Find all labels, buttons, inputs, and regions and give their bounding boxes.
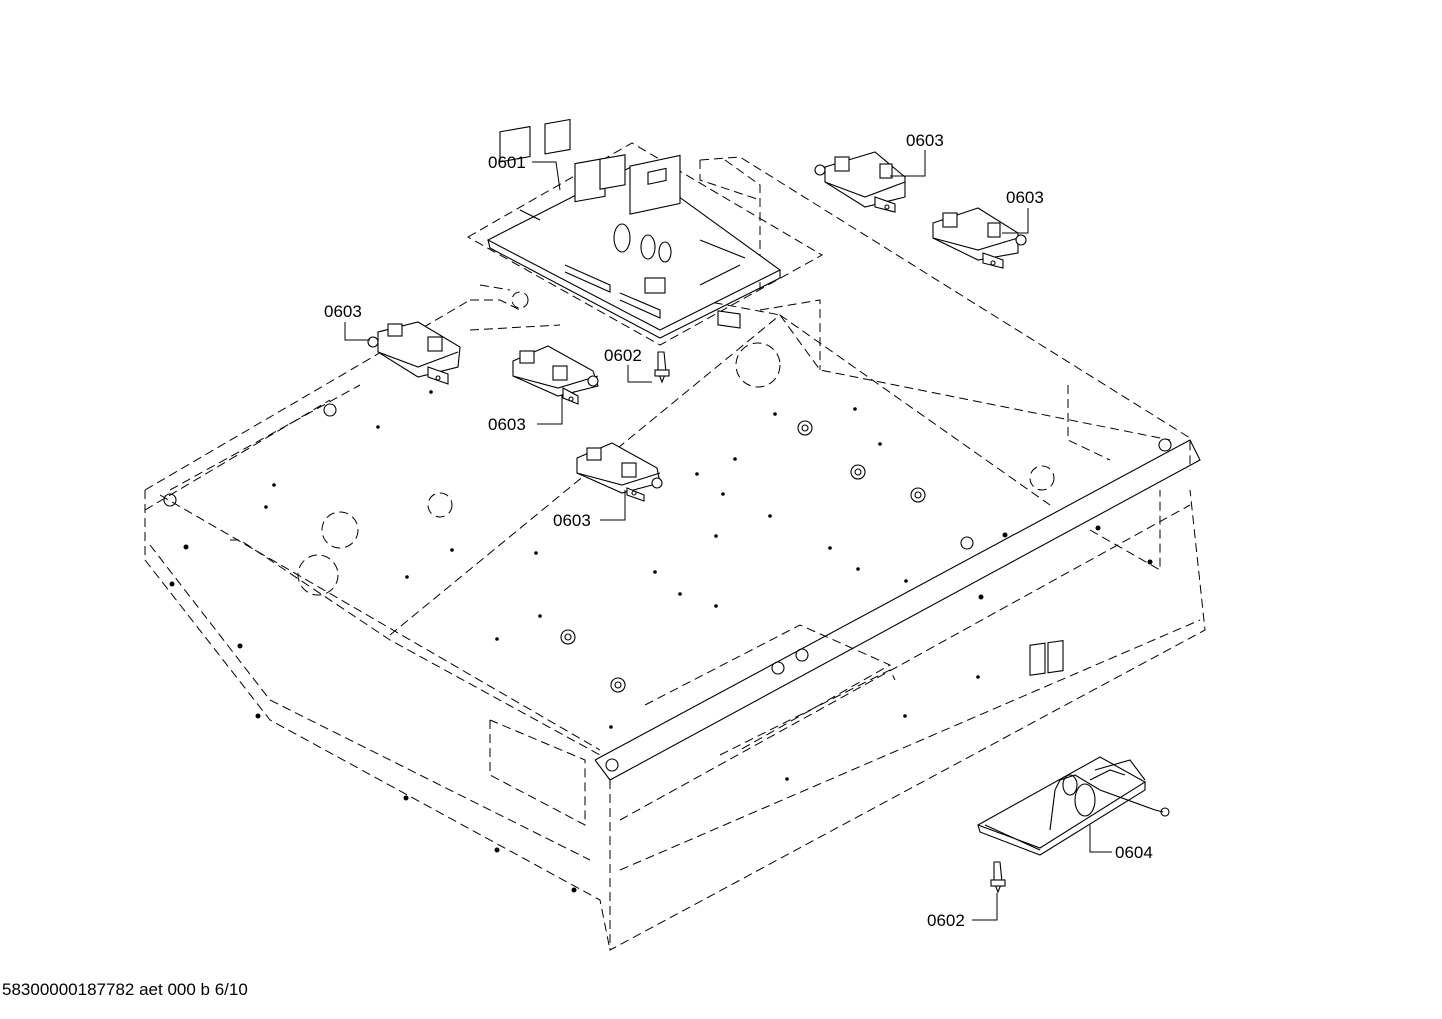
callout-0601: 0601	[488, 153, 526, 172]
valve-0603-left	[367, 321, 461, 385]
callout-0603-center: 0603	[488, 415, 526, 434]
callout-0603-left: 0603	[324, 302, 362, 321]
leader-lines	[344, 150, 1112, 921]
callout-0604: 0604	[1115, 843, 1153, 862]
floor-dots	[169, 390, 1153, 893]
valve-0603-top-right-1	[814, 151, 906, 213]
spacer-clip-0602-top	[654, 351, 670, 384]
filter-board-0604	[976, 639, 1170, 856]
control-board-0601	[466, 118, 824, 346]
callout-0603-lower: 0603	[553, 511, 591, 530]
callout-0602-top: 0602	[604, 346, 642, 365]
valve-0603-center	[512, 345, 599, 405]
chassis-frame	[144, 156, 1206, 951]
valve-0603-lower	[576, 442, 663, 502]
document-code: 58300000187782 aet 000 b 6/10	[2, 980, 248, 999]
valve-0603-top-right-2	[932, 207, 1027, 269]
callout-0602-bottom: 0602	[927, 911, 965, 930]
callout-0603-top-right-2: 0603	[1006, 188, 1044, 207]
spacer-clip-0602-bottom	[990, 861, 1006, 894]
callout-0603-top-right-1: 0603	[906, 131, 944, 150]
floor-bosses	[560, 420, 974, 693]
